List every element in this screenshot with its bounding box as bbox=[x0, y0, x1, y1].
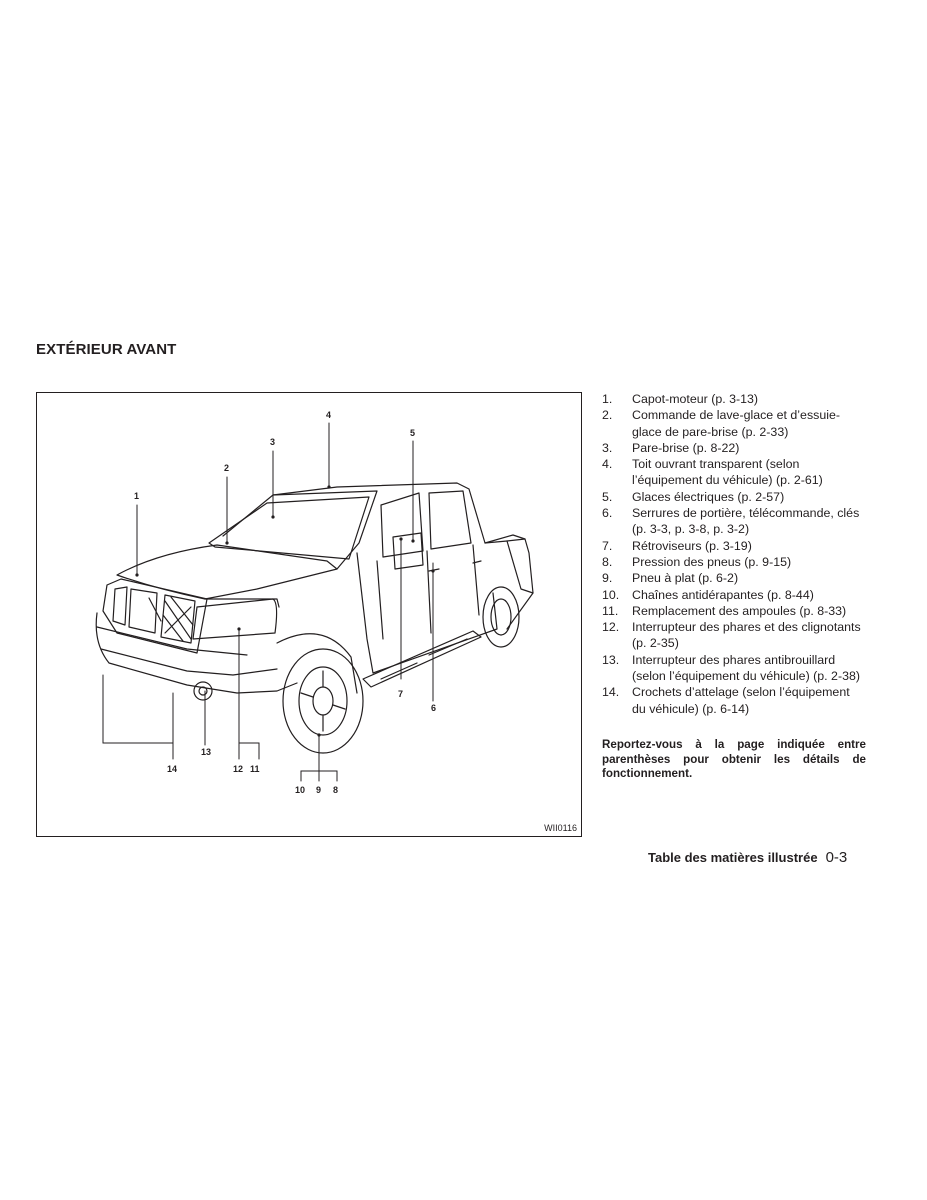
callout-10: 10 bbox=[295, 785, 305, 795]
callout-5: 5 bbox=[410, 428, 415, 438]
component-legend: 1.Capot-moteur (p. 3-13) 2.Commande de l… bbox=[602, 391, 866, 717]
callout-12: 12 bbox=[233, 764, 243, 774]
callout-3: 3 bbox=[270, 437, 275, 447]
callout-1: 1 bbox=[134, 491, 139, 501]
callout-13: 13 bbox=[201, 747, 211, 757]
callout-7: 7 bbox=[398, 689, 403, 699]
reference-note: Reportez-vous à la page indiquée entre p… bbox=[602, 738, 866, 780]
footer-section-label: Table des matières illustrée bbox=[648, 850, 818, 865]
callout-11: 11 bbox=[250, 764, 260, 774]
legend-item: 2.Commande de lave-glace et d’essuie-gla… bbox=[602, 408, 840, 439]
legend-item: 11.Remplacement des ampoules (p. 8-33) bbox=[602, 603, 847, 618]
callout-4: 4 bbox=[326, 410, 331, 420]
legend-item: 9.Pneu à plat (p. 6-2) bbox=[602, 571, 739, 586]
truck-drawing: 1 2 3 4 5 6 7 8 9 10 11 12 13 14 bbox=[95, 410, 534, 795]
legend-item: 3.Pare-brise (p. 8-22) bbox=[602, 440, 740, 455]
page-number: 0-3 bbox=[825, 849, 848, 866]
callout-8: 8 bbox=[333, 785, 338, 795]
legend-item: 10.Chaînes antidérapantes (p. 8-44) bbox=[602, 587, 814, 602]
figure-code: WII0116 bbox=[544, 823, 577, 833]
legend-item: 13.Interrupteur des phares antibrouillar… bbox=[602, 652, 860, 684]
callout-9: 9 bbox=[316, 785, 321, 795]
callout-14: 14 bbox=[167, 764, 177, 774]
legend-item: 1.Capot-moteur (p. 3-13) bbox=[602, 392, 759, 406]
legend-item: 8.Pression des pneus (p. 9-15) bbox=[602, 554, 792, 569]
legend-item: 14.Crochets d’attelage (selon l’équipeme… bbox=[602, 685, 850, 716]
callout-6: 6 bbox=[431, 703, 436, 713]
legend-item: 12.Interrupteur des phares et des cligno… bbox=[602, 620, 861, 651]
legend-item: 7.Rétroviseurs (p. 3-19) bbox=[602, 538, 752, 553]
section-title: EXTÉRIEUR AVANT bbox=[36, 341, 177, 358]
page-footer: Table des matières illustrée 0-3 bbox=[648, 849, 847, 866]
vehicle-illustration: 1 2 3 4 5 6 7 8 9 10 11 12 13 14 WII0116 bbox=[36, 392, 582, 837]
legend-item: 4.Toit ouvrant transparent (selon l’équi… bbox=[602, 457, 823, 488]
legend-item: 5.Glaces électriques (p. 2-57) bbox=[602, 489, 785, 504]
legend-item: 6.Serrures de portière, télécommande, cl… bbox=[602, 506, 860, 537]
callout-2: 2 bbox=[224, 463, 229, 473]
